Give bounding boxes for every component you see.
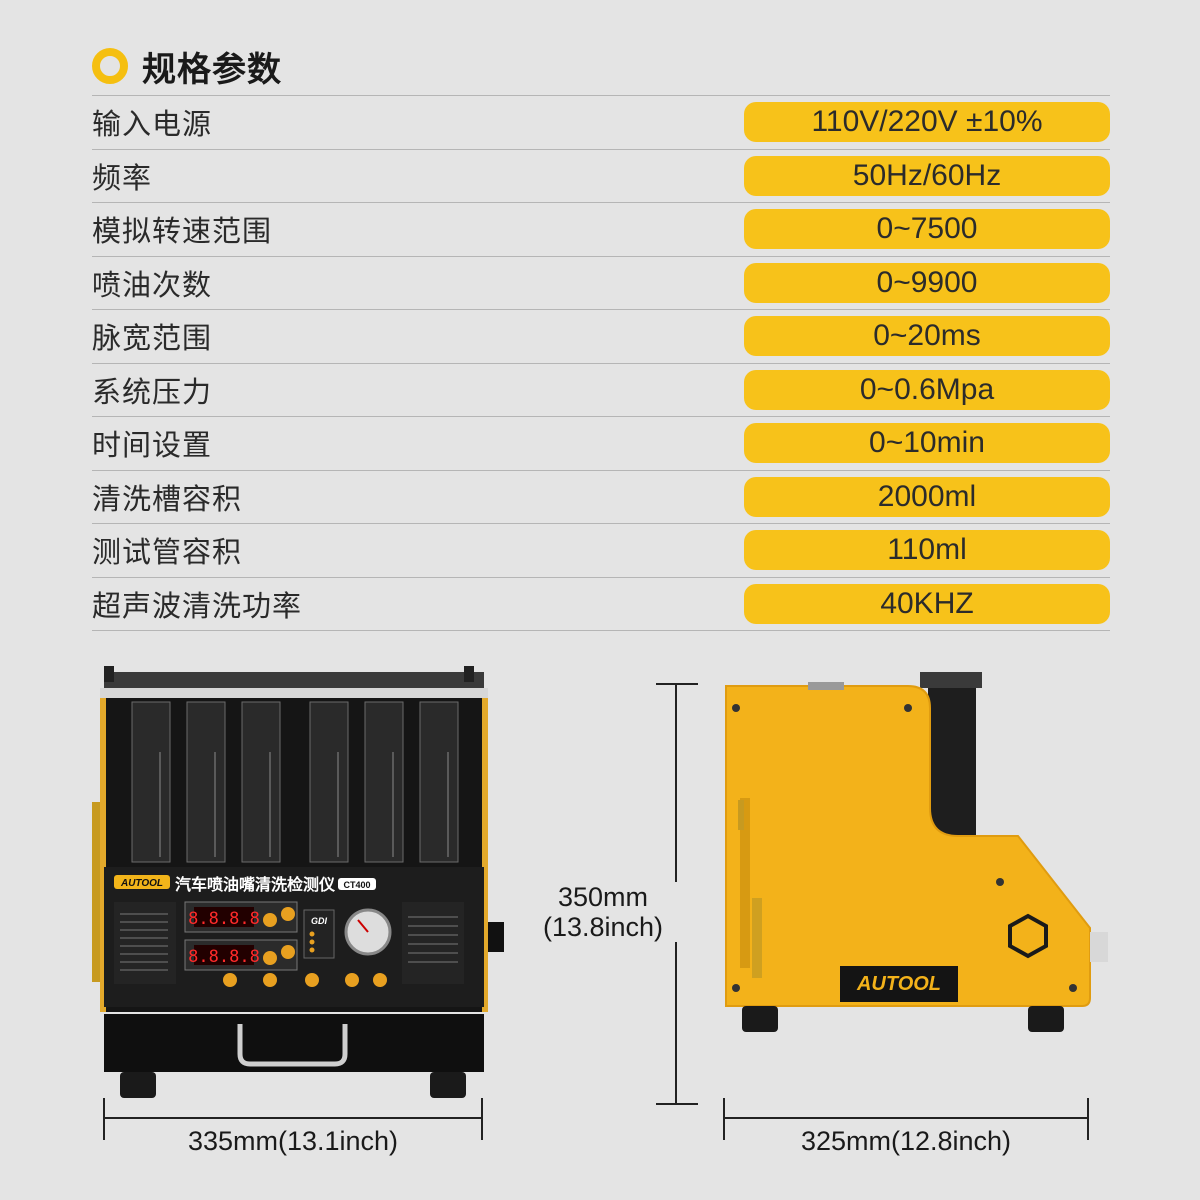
- start-button-icon[interactable]: [223, 973, 237, 987]
- section-title: 规格参数: [142, 49, 282, 90]
- spec-row: 输入电源 110V/220V ±10%: [92, 96, 1110, 150]
- side-foot-right: [1028, 1006, 1064, 1032]
- side-top-latch: [808, 682, 844, 690]
- side-hinge-plate: [752, 898, 762, 978]
- spec-label: 输入电源: [92, 107, 213, 142]
- spec-label: 测试管容积: [92, 535, 243, 570]
- spec-value: 0~20ms: [744, 316, 1110, 357]
- minus-button-1-icon[interactable]: [281, 907, 295, 921]
- spec-row: 脉宽范围 0~20ms: [92, 310, 1110, 364]
- mode-button-icon[interactable]: [305, 973, 319, 987]
- plus-button-2-icon[interactable]: [263, 951, 277, 965]
- side-foot-left: [742, 1006, 778, 1032]
- side-brand-text: AUTOOL: [856, 973, 941, 995]
- gdi-panel: [303, 909, 335, 959]
- pressure-plus-icon[interactable]: [373, 973, 387, 987]
- gdi-label: GDI: [311, 916, 328, 926]
- led-display-1: 8.8.8.8: [188, 909, 260, 929]
- side-depth-label: 325mm(12.8inch): [800, 1126, 1012, 1156]
- model-badge: [338, 878, 376, 890]
- front-width-label: 335mm(13.1inch): [187, 1126, 399, 1156]
- circle-bullet-icon: [92, 48, 128, 84]
- notes-panel: [402, 902, 464, 984]
- test-tubes: [131, 701, 459, 863]
- spec-label: 喷油次数: [92, 267, 213, 302]
- spec-row: 时间设置 0~10min: [92, 417, 1110, 471]
- front-left-edge: [100, 698, 106, 1012]
- spec-label: 模拟转速范围: [92, 214, 273, 249]
- front-foot-left: [120, 1072, 156, 1098]
- spec-value: 0~0.6Mpa: [744, 369, 1110, 410]
- side-brand-plate: [840, 966, 958, 1002]
- spec-label: 时间设置: [92, 428, 213, 463]
- front-right-edge: [482, 698, 488, 1012]
- test-tube-2: [186, 701, 226, 863]
- height-label-inch: (13.8inch): [542, 912, 664, 942]
- side-view-illustration: AUTOOL: [725, 672, 1108, 1032]
- drawer-handle: [237, 1024, 348, 1067]
- spec-label: 超声波清洗功率: [92, 588, 303, 623]
- spec-value: 110V/220V ±10%: [744, 102, 1110, 143]
- spec-table: 输入电源 110V/220V ±10% 频率 50Hz/60Hz 模拟转速范围 0~750…: [92, 95, 1110, 631]
- stop-button-icon[interactable]: [263, 973, 277, 987]
- spec-label: 脉宽范围: [92, 321, 213, 356]
- side-rear-handle: [1090, 932, 1108, 962]
- model-text: CT400: [343, 880, 370, 890]
- spec-value: 50Hz/60Hz: [744, 155, 1110, 196]
- height-label: 350mm (13.8inch): [528, 882, 678, 942]
- spec-value: 2000ml: [744, 476, 1110, 517]
- front-brand-badge: [114, 875, 170, 889]
- spec-label: 系统压力: [92, 374, 213, 409]
- test-tube-6: [419, 701, 459, 863]
- spec-value: 0~9900: [744, 262, 1110, 303]
- side-body: [725, 685, 1091, 1007]
- spec-value: 110ml: [744, 530, 1110, 571]
- spec-row: 模拟转速范围 0~7500: [92, 203, 1110, 257]
- plus-button-1-icon[interactable]: [263, 913, 277, 927]
- spec-row: 喷油次数 0~9900: [92, 257, 1110, 310]
- front-side-fitting: [92, 802, 100, 982]
- test-tube-4: [309, 701, 349, 863]
- spec-row: 系统压力 0~0.6Mpa: [92, 364, 1110, 417]
- front-view-illustration: AUTOOL 汽车喷油嘴清洗检测仪 CT400 8.8.8.8 8.8.8.8 …: [92, 666, 504, 1098]
- spec-row: 测试管容积 110ml: [92, 524, 1110, 578]
- spec-row: 超声波清洗功率 40KHZ: [92, 578, 1110, 631]
- minus-button-2-icon[interactable]: [281, 945, 295, 959]
- function-list-lines: [120, 913, 168, 971]
- spec-row: 频率 50Hz/60Hz: [92, 150, 1110, 203]
- test-tube-1: [131, 701, 171, 863]
- spec-label: 频率: [92, 160, 153, 195]
- spec-label: 清洗槽容积: [92, 481, 243, 516]
- front-foot-right: [430, 1072, 466, 1098]
- section-header: 规格参数: [92, 44, 282, 90]
- spec-value: 0~7500: [744, 209, 1110, 250]
- front-brand-text: AUTOOL: [120, 878, 163, 889]
- tube-scales: [159, 752, 449, 857]
- pressure-minus-icon[interactable]: [345, 973, 359, 987]
- height-label-mm: 350mm: [557, 882, 649, 912]
- test-tube-5: [364, 701, 404, 863]
- front-top-post-left: [104, 666, 114, 682]
- front-power-plug: [488, 922, 504, 952]
- spec-row: 清洗槽容积 2000ml: [92, 471, 1110, 524]
- spec-value: 40KHZ: [744, 583, 1110, 624]
- front-product-title: 汽车喷油嘴清洗检测仪: [175, 875, 336, 894]
- test-tube-3: [241, 701, 281, 863]
- side-fuel-fitting: [738, 800, 744, 830]
- spec-value: 0~10min: [744, 423, 1110, 464]
- side-hinge-bar: [740, 798, 750, 968]
- front-top-post-right: [464, 666, 474, 682]
- autool-logo-icon: [1008, 913, 1048, 959]
- front-top-rim: [100, 688, 488, 700]
- led-display-2: 8.8.8.8: [188, 947, 260, 967]
- side-tube-column: [928, 674, 976, 844]
